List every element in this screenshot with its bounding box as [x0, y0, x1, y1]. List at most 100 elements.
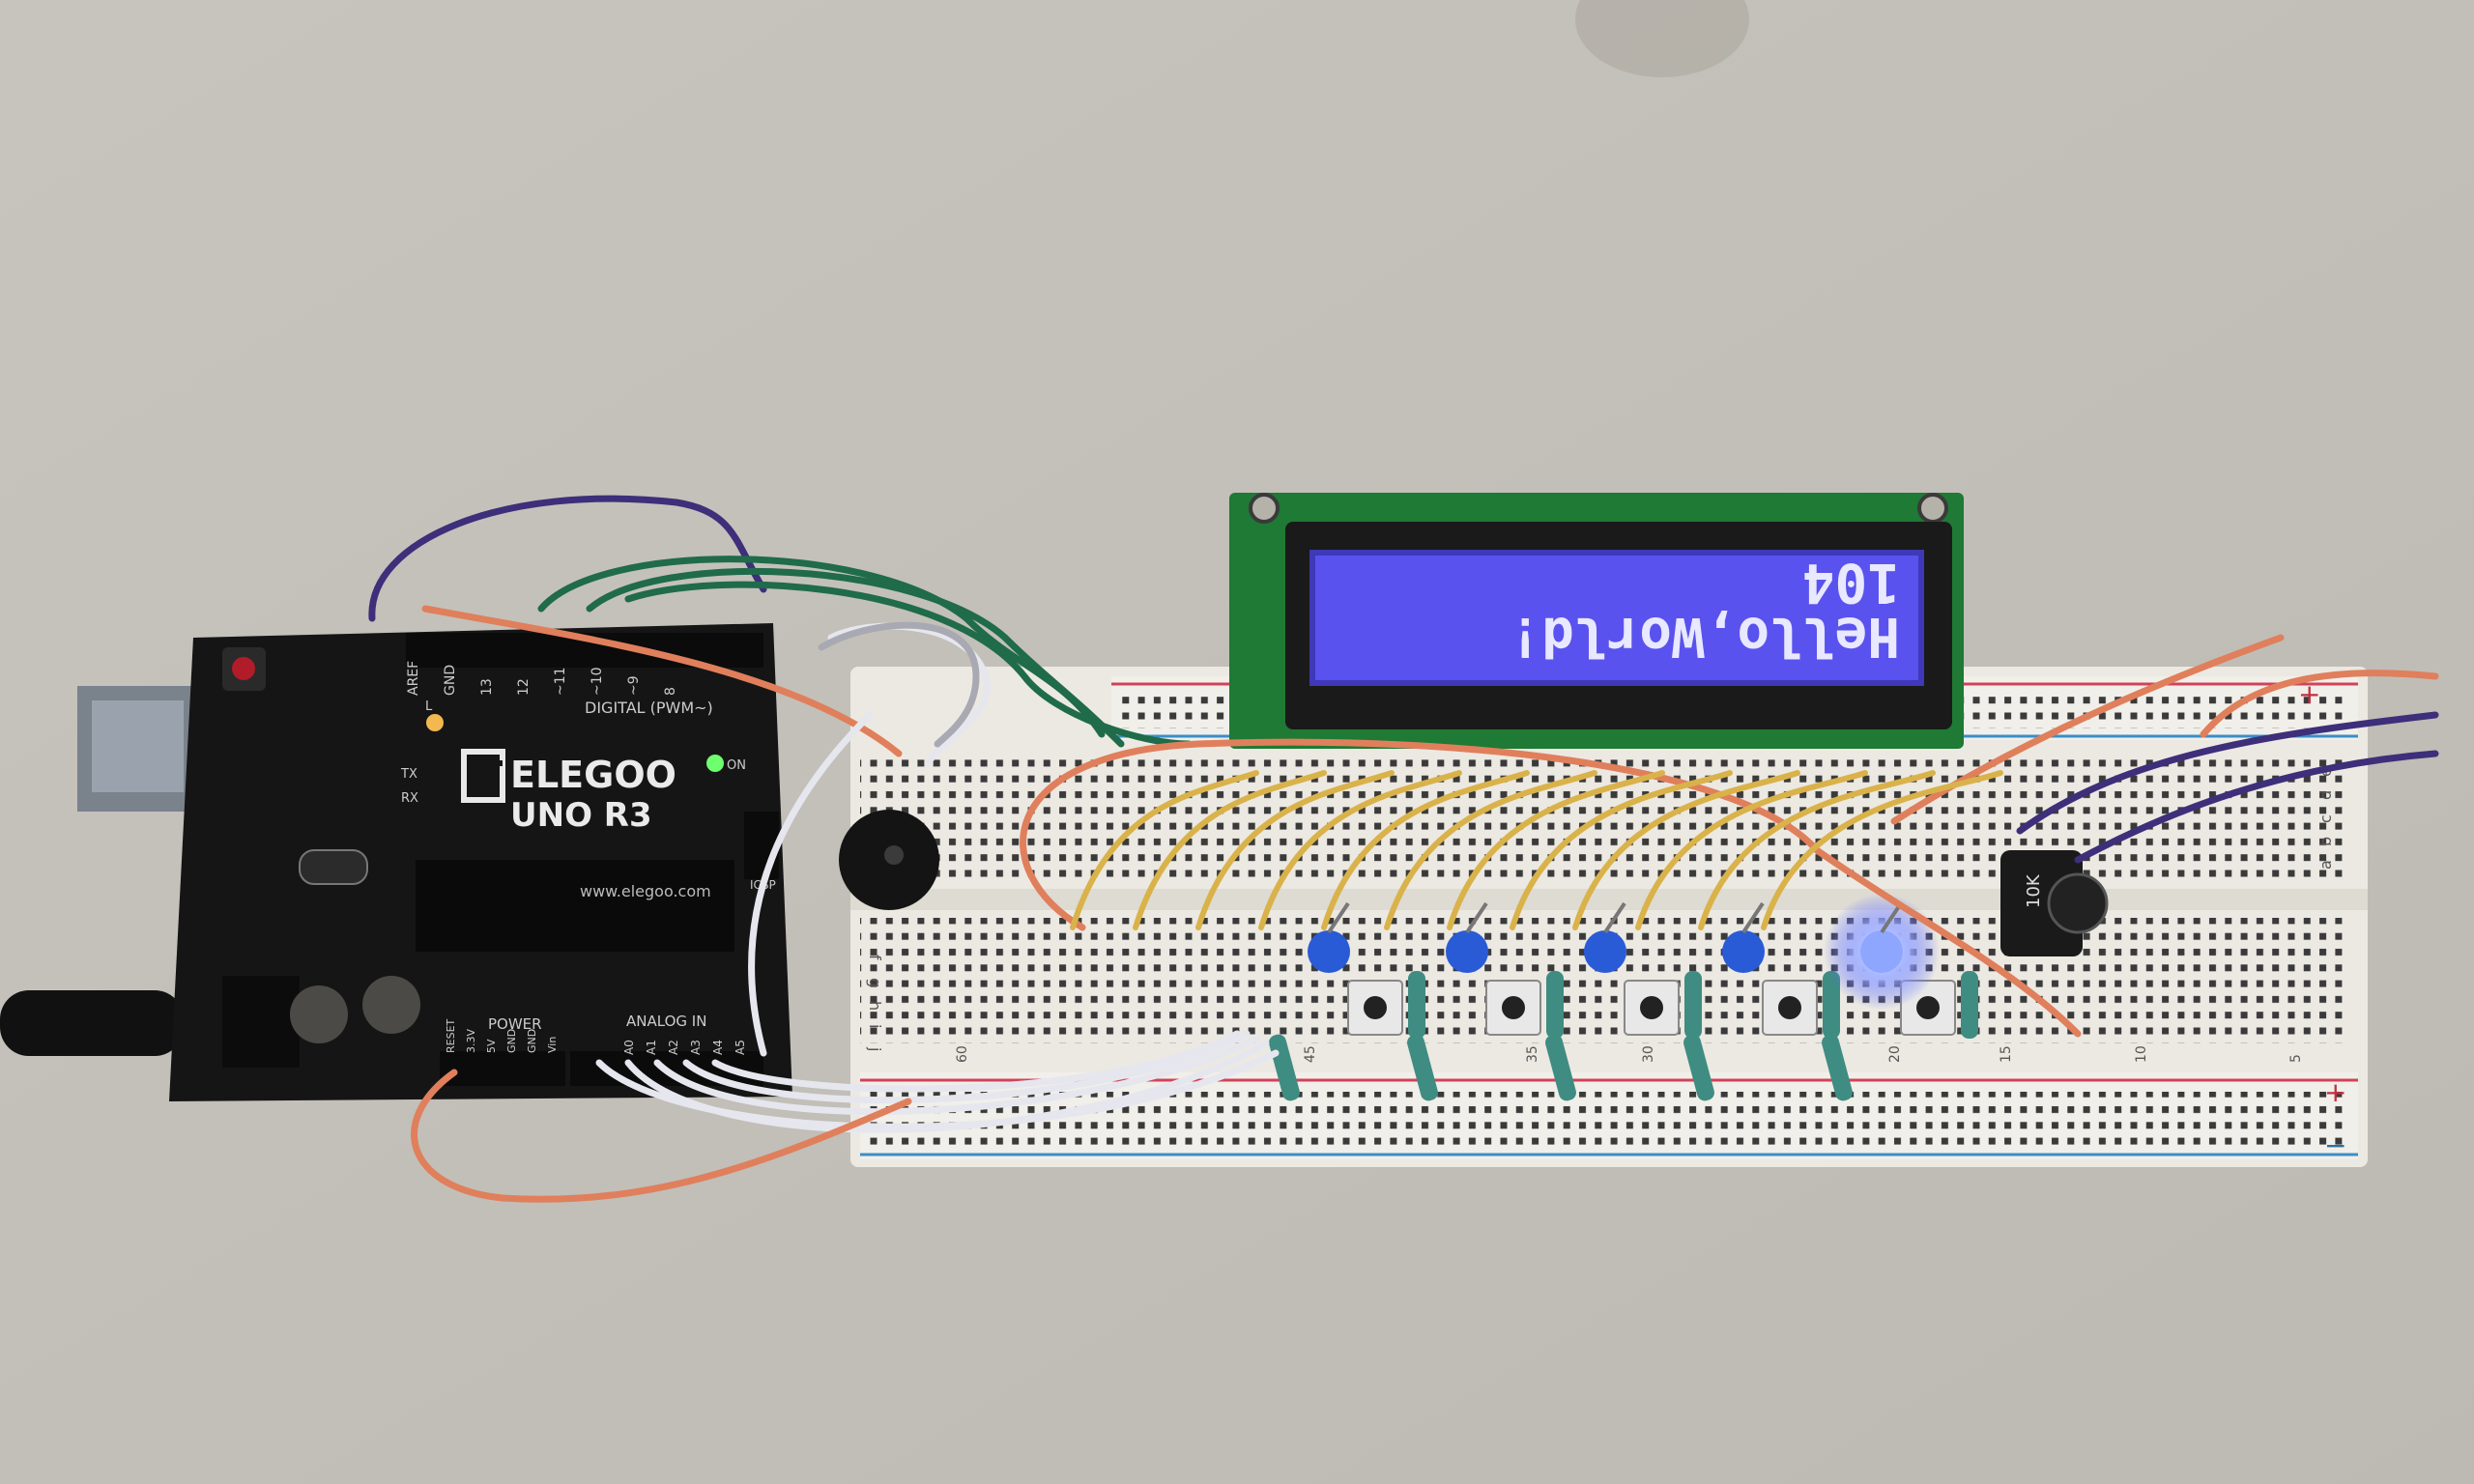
resistor	[1546, 971, 1564, 1039]
lcd-line-1: Hello,World!	[1509, 605, 1900, 668]
wire-orange	[421, 605, 903, 757]
power-header-label: POWER	[488, 1015, 542, 1033]
column-number: 60	[955, 1045, 970, 1063]
analog-pin-label: A4	[711, 1040, 725, 1055]
wire-white	[682, 1030, 1251, 1104]
digital-pin-label: 8	[663, 687, 678, 696]
potentiometer-label: 10K	[2024, 873, 2044, 908]
resistor	[1823, 971, 1840, 1039]
usb-cable	[0, 686, 193, 1056]
led-leg	[1465, 901, 1488, 934]
capacitor	[290, 985, 348, 1043]
digital-header-label: DIGITAL (PWM~)	[585, 699, 713, 717]
power-pin-label: RESET	[445, 1018, 457, 1053]
led-leg	[1880, 901, 1903, 934]
power-pin-label: Vin	[546, 1037, 559, 1053]
led	[1860, 930, 1903, 973]
wire-purple	[368, 495, 767, 622]
resistor	[1822, 1034, 1853, 1101]
rail-minus-bottom: −	[2324, 1129, 2346, 1161]
push-button-cap	[1364, 996, 1387, 1019]
wire-orange	[2200, 670, 2439, 738]
wire-yellow	[1384, 770, 1597, 930]
wire-yellow	[1447, 770, 1665, 930]
led	[1584, 930, 1626, 973]
wire-yellow	[1321, 770, 1530, 930]
row-letter: g	[866, 978, 884, 987]
wire-green	[624, 581, 1193, 748]
l-led-label: L	[425, 699, 433, 714]
components	[1269, 894, 1978, 1101]
wire-purple	[2074, 750, 2439, 864]
resistor	[1961, 971, 1978, 1039]
resistor	[1408, 971, 1425, 1039]
led-leg	[1741, 901, 1765, 934]
analog-pin-label: A5	[734, 1040, 747, 1055]
l-led	[426, 714, 444, 731]
arduino-board: ELEGOO UNO R3 www.elegoo.com DIGITAL (PW…	[169, 623, 792, 1101]
lcd-screen	[1312, 553, 1921, 683]
tx-led-label: TX	[400, 767, 417, 782]
center-channel	[850, 889, 2368, 910]
wire-purple	[2016, 711, 2439, 835]
led	[1308, 930, 1350, 973]
resistor	[1683, 1034, 1714, 1101]
rx-led-label: RX	[401, 791, 418, 806]
wire-white	[624, 1040, 1270, 1133]
rail-plus-top: +	[2298, 678, 2320, 710]
column-number: 35	[1525, 1045, 1540, 1063]
lcd-line-2: 104	[1802, 551, 1900, 614]
push-button-cap	[1502, 996, 1525, 1019]
digital-pin-label: 13	[479, 678, 495, 696]
row-letter: d	[2316, 790, 2335, 800]
column-number: 10	[2134, 1045, 2149, 1063]
power-pin-label: 3.3V	[465, 1029, 477, 1053]
on-led-label: ON	[727, 758, 746, 773]
analog-pin-label: A2	[667, 1040, 680, 1055]
on-led	[706, 755, 724, 772]
capacitor	[362, 976, 420, 1034]
lcd-module: Hello,World! 104	[1229, 493, 1964, 749]
microcontroller-chip	[416, 860, 734, 952]
power-header	[440, 1051, 565, 1086]
icsp-header	[744, 812, 779, 879]
analog-pin-label: A3	[689, 1040, 703, 1055]
elegoo-logo-icon	[461, 749, 505, 803]
board-model: UNO R3	[510, 796, 652, 835]
mount-hole-icon	[1917, 493, 1948, 524]
power-pin-label: GND	[505, 1029, 518, 1053]
analog-pin-label: A0	[622, 1040, 636, 1055]
wire-yellow	[1510, 770, 1733, 930]
row-letter: a	[2316, 860, 2335, 870]
wires	[368, 495, 2439, 1203]
column-number: 5	[2288, 1054, 2304, 1063]
row-letter: b	[2316, 837, 2335, 846]
push-button-cap	[1916, 996, 1940, 1019]
push-button-cap	[1640, 996, 1663, 1019]
column-number: 45	[1303, 1045, 1318, 1063]
row-letter: i	[866, 1024, 884, 1028]
wire-yellow	[1070, 770, 1259, 930]
analog-pin-labels: A0 A1 A2 A3 A4 A5	[622, 1040, 747, 1055]
resistor	[1407, 1034, 1438, 1101]
push-button-cap	[1778, 996, 1801, 1019]
power-pin-label: GND	[526, 1029, 538, 1053]
wire-white	[748, 711, 874, 1057]
wire-white	[653, 1035, 1260, 1115]
row-letter: j	[866, 1046, 884, 1051]
potentiometer: 10K	[2000, 850, 2109, 956]
wire-yellow	[1635, 770, 1868, 930]
wire-green	[586, 568, 1125, 748]
digital-pin-label: 12	[516, 678, 532, 696]
row-letter: f	[866, 955, 884, 960]
wire-grey	[818, 621, 980, 748]
analog-header-label: ANALOG IN	[626, 1013, 706, 1030]
analog-pin-label: A1	[645, 1040, 658, 1055]
wire-yellow	[1133, 770, 1327, 930]
digital-pin-label: ~11	[553, 667, 568, 696]
table-shadow	[1575, 0, 1749, 77]
